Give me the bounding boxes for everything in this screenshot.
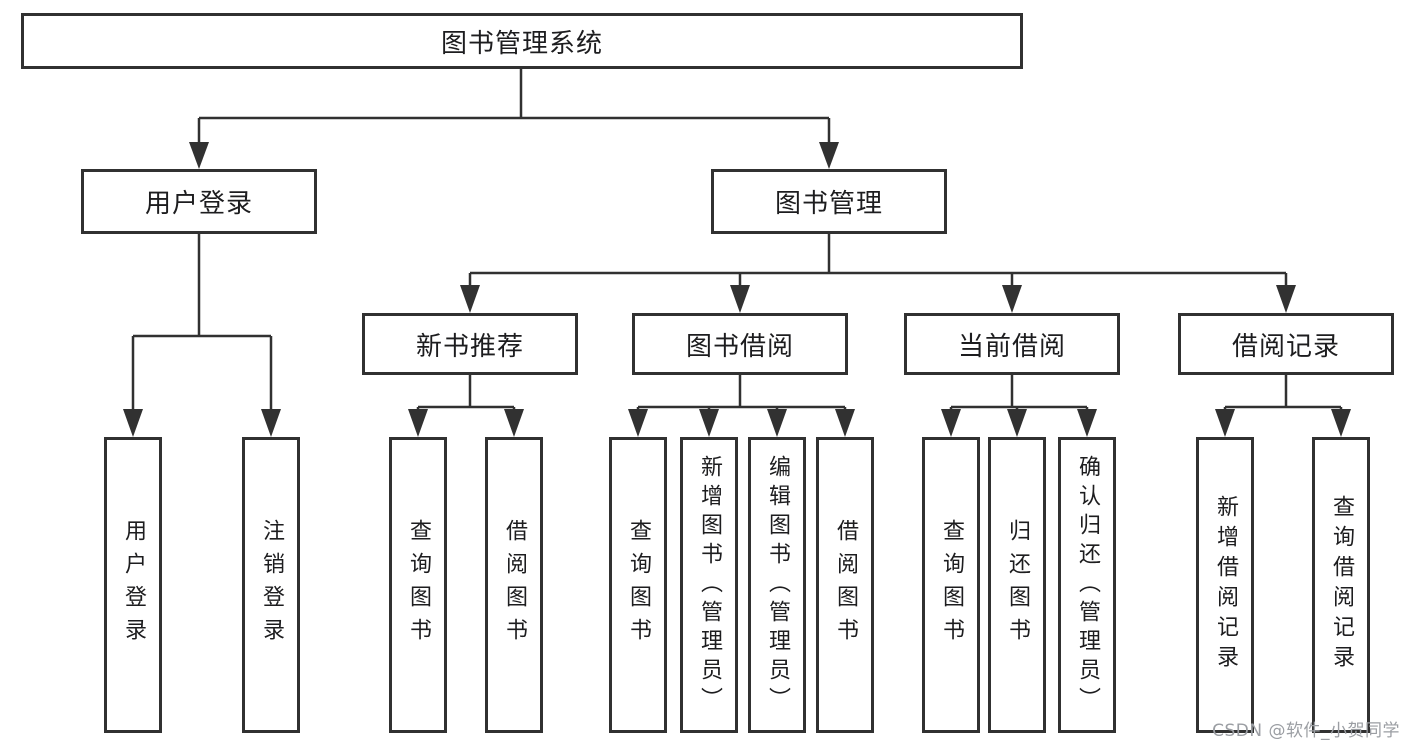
node-current-borrowing: 当前借阅	[904, 313, 1120, 375]
arrow-down-icon	[767, 409, 787, 437]
leaf-edit-book-admin: 编辑图书（管理员）	[748, 437, 806, 733]
node-label: 借阅记录	[1231, 331, 1340, 362]
connector-root-to-level2	[197, 69, 831, 150]
node-book-borrowing: 图书借阅	[632, 313, 848, 375]
arrow-down-icon	[1215, 409, 1235, 437]
arrow-down-icon	[460, 285, 480, 313]
node-book-management: 图书管理	[711, 169, 947, 234]
leaf-confirm-return-admin: 确认归还（管理员）	[1058, 437, 1116, 733]
node-label: 用户登录	[121, 519, 146, 651]
node-label: 查询借阅记录	[1329, 495, 1354, 675]
leaf-query-book-newrec: 查询图书	[389, 437, 447, 733]
leaf-borrow-book-newrec: 借阅图书	[485, 437, 543, 733]
connector-borrow-to-leaves	[636, 375, 847, 418]
arrow-down-icon	[628, 409, 648, 437]
arrow-down-icon	[1007, 409, 1027, 437]
leaf-add-book-admin: 新增图书（管理员）	[680, 437, 738, 733]
arrow-down-icon	[1077, 409, 1097, 437]
node-label: 编辑图书（管理员）	[765, 454, 790, 716]
node-label: 用户登录	[144, 189, 253, 219]
node-label: 新增借阅记录	[1213, 495, 1238, 675]
leaf-logout: 注销登录	[242, 437, 300, 733]
leaf-query-book-borrow: 查询图书	[609, 437, 667, 733]
node-label: 当前借阅	[957, 331, 1066, 362]
node-label: 图书管理	[774, 189, 883, 219]
csdn-watermark: CSDN @软件_小贺同学	[1212, 721, 1400, 741]
node-label: 注销登录	[259, 519, 284, 651]
arrow-down-icon	[189, 142, 209, 169]
node-label: 确认归还（管理员）	[1075, 454, 1100, 716]
leaf-borrow-book: 借阅图书	[816, 437, 874, 733]
leaf-return-book: 归还图书	[988, 437, 1046, 733]
node-label: 新书推荐	[415, 331, 524, 362]
arrow-down-icon	[941, 409, 961, 437]
node-label: 图书管理系统	[440, 28, 603, 59]
leaf-add-borrow-record: 新增借阅记录	[1196, 437, 1254, 733]
node-label: 归还图书	[1005, 519, 1030, 651]
node-label: 查询图书	[626, 519, 651, 651]
arrow-down-icon	[819, 142, 839, 169]
arrow-down-icon	[1276, 285, 1296, 313]
node-label: 借阅图书	[833, 519, 858, 651]
node-label: 借阅图书	[502, 519, 527, 651]
arrow-down-icon	[1002, 285, 1022, 313]
arrow-down-icon	[835, 409, 855, 437]
connector-login-to-leaves	[131, 234, 273, 418]
node-new-book-recommend: 新书推荐	[362, 313, 578, 375]
node-label: 查询图书	[939, 519, 964, 651]
arrow-down-icon	[504, 409, 524, 437]
node-label: 图书借阅	[685, 331, 794, 362]
leaf-query-borrow-record: 查询借阅记录	[1312, 437, 1370, 733]
arrow-down-icon	[1331, 409, 1351, 437]
node-label: 查询图书	[406, 519, 431, 651]
node-label: 新增图书（管理员）	[697, 454, 722, 716]
connector-records-to-leaves	[1223, 375, 1343, 418]
node-library-management-system: 图书管理系统	[21, 13, 1023, 69]
arrow-down-icon	[730, 285, 750, 313]
leaf-query-book-current: 查询图书	[922, 437, 980, 733]
arrowheads	[123, 142, 1351, 437]
arrow-down-icon	[261, 409, 281, 437]
connector-newrec-to-leaves	[416, 375, 516, 418]
arrow-down-icon	[699, 409, 719, 437]
arrow-down-icon	[123, 409, 143, 437]
leaf-user-login: 用户登录	[104, 437, 162, 733]
node-user-login: 用户登录	[81, 169, 317, 234]
node-borrowing-records: 借阅记录	[1178, 313, 1394, 375]
arrow-down-icon	[408, 409, 428, 437]
connector-mgmt-to-level3	[468, 234, 1288, 294]
